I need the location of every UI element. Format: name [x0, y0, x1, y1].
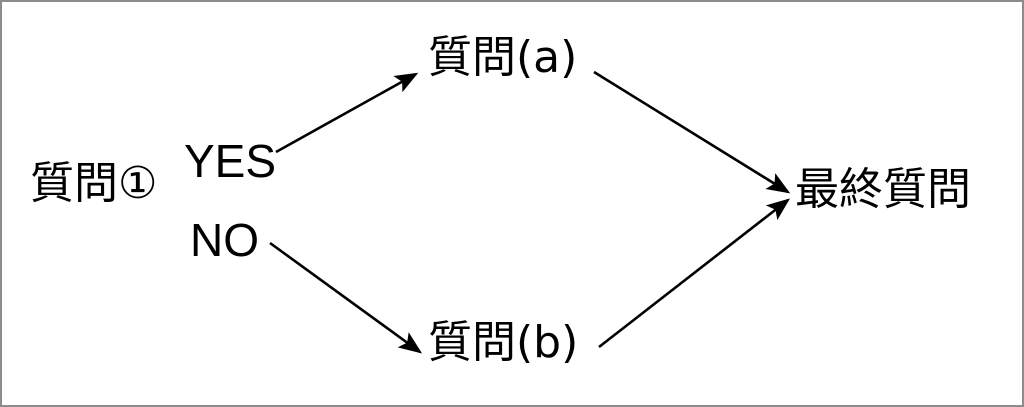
edge-question-a-to-final	[593, 70, 791, 194]
branch-label-yes: YES	[184, 135, 277, 187]
edge-line-no-to-question-b	[269, 241, 423, 354]
node-start-question: 質問①	[30, 158, 158, 209]
edge-no-to-question-b	[269, 241, 423, 354]
node-question-b: 質問(b)	[428, 317, 579, 368]
edge-line-question-a-to-final	[593, 70, 791, 194]
edge-line-yes-to-question-a	[275, 72, 419, 154]
node-question-a: 質問(a)	[428, 32, 578, 83]
branch-label-no: NO	[190, 214, 259, 266]
node-final-question: 最終質問	[795, 164, 971, 215]
edge-question-b-to-final	[598, 198, 791, 349]
edge-line-question-b-to-final	[598, 198, 791, 349]
edge-yes-to-question-a	[275, 72, 419, 154]
